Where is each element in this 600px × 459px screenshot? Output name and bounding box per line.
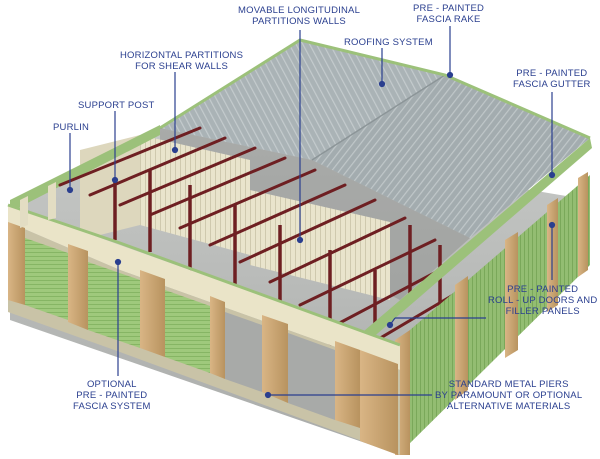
roof-left-panel <box>160 40 445 160</box>
front-piers <box>8 222 398 455</box>
label-fascia-rake: PRE - PAINTED FASCIA RAKE <box>413 3 485 25</box>
right-wall-lower <box>398 200 590 455</box>
roof-ridge <box>311 74 446 161</box>
right-roof-gutter <box>330 138 592 372</box>
left-wall-posts <box>20 182 56 228</box>
label-fascia-gutter: PRE - PAINTED FASCIA GUTTER <box>513 68 591 90</box>
front-fascia-trim <box>7 203 401 347</box>
label-roofing-system: ROOFING SYSTEM <box>344 37 433 48</box>
label-horizontal-partitions: HORIZONTAL PARTITIONS FOR SHEAR WALLS <box>120 50 244 72</box>
fascia-rake-trim <box>159 38 591 140</box>
front-openings <box>225 312 335 420</box>
leader-lines <box>66 26 556 399</box>
label-fascia-system: OPTIONAL PRE - PAINTED FASCIA SYSTEM <box>73 379 151 412</box>
label-movable-partitions: MOVABLE LONGITUDINAL PARTITIONS WALLS <box>238 5 361 27</box>
label-metal-piers: STANDARD METAL PIERS BY PARAMOUNT OR OPT… <box>435 379 583 412</box>
front-roll-up-doors <box>25 238 210 373</box>
label-purlin: PURLIN <box>53 122 90 133</box>
partition-wall-center <box>250 190 390 300</box>
front-fascia <box>8 205 400 370</box>
label-rollup-doors: PRE - PAINTED ROLL - UP DOORS AND FILLER… <box>488 284 598 317</box>
label-support-post: SUPPORT POST <box>78 100 155 111</box>
left-back-wall <box>10 125 160 212</box>
